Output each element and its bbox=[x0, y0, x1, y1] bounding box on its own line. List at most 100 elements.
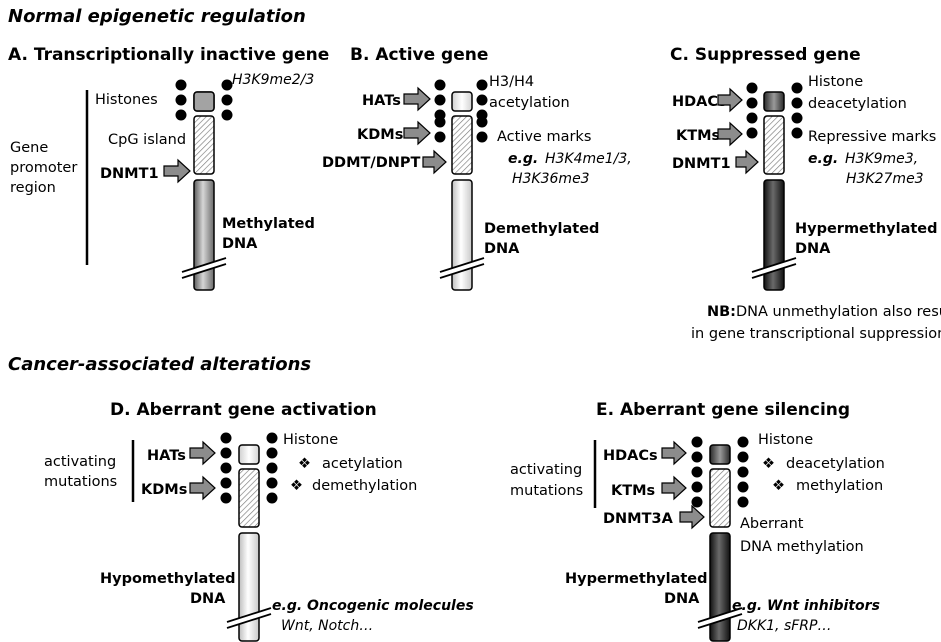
panel-d: D. Aberrant gene activation activating m… bbox=[44, 400, 474, 642]
kdms-label: KDMs bbox=[141, 482, 187, 498]
dnmt1-arrow bbox=[163, 158, 191, 184]
example-list: DKK1, sFRP… bbox=[737, 618, 831, 634]
dna-break-mark bbox=[181, 257, 227, 279]
mutations-label-2: mutations bbox=[510, 483, 583, 499]
mutations-label-1: activating bbox=[44, 454, 116, 470]
dna-break-mark bbox=[751, 257, 797, 279]
dna-state-label-1: Hypomethylated bbox=[100, 571, 235, 587]
histone-block bbox=[763, 91, 785, 112]
promoter-region-label-3: region bbox=[10, 180, 56, 196]
dnmt3a-label: DNMT3A bbox=[603, 511, 674, 527]
ddmt-arrow bbox=[422, 149, 447, 175]
nb-prefix: NB: bbox=[707, 304, 736, 320]
kdms-arrow bbox=[189, 475, 216, 501]
dnmt3a-arrow bbox=[679, 504, 705, 530]
nb-line-1: DNA unmethylation also results bbox=[736, 304, 941, 320]
dna-break-mark bbox=[226, 607, 272, 629]
hats-arrow bbox=[189, 440, 216, 466]
promoter-region-label-2: promoter bbox=[10, 160, 77, 176]
ktms-arrow bbox=[717, 121, 743, 147]
histone-block bbox=[238, 444, 260, 465]
panel-e: E. Aberrant gene silencing activating mu… bbox=[510, 400, 885, 642]
bullet-icon: ❖ bbox=[772, 478, 785, 494]
hdacs-arrow bbox=[717, 87, 743, 113]
kdms-label: KDMs bbox=[357, 127, 403, 143]
dna-state-label-1: Methylated bbox=[222, 216, 315, 232]
dna-state-label-1: Hypermethylated bbox=[795, 221, 938, 237]
cpg-island-block bbox=[193, 115, 215, 175]
example-list: Wnt, Notch… bbox=[281, 618, 373, 634]
panel-c-title: C. Suppressed gene bbox=[670, 45, 861, 65]
change-methylation: methylation bbox=[796, 478, 883, 494]
bullet-icon: ❖ bbox=[298, 456, 311, 472]
panel-a: A. Transcriptionally inactive gene Gene … bbox=[8, 45, 329, 291]
cpg-island-block bbox=[763, 115, 785, 175]
repressive-marks-example-1: H3K9me3, bbox=[845, 151, 918, 167]
histones-label: Histones bbox=[95, 92, 158, 108]
panel-b: B. Active gene HATs KDMs DDMT/DNPT H3/H4… bbox=[322, 45, 632, 291]
hats-arrow bbox=[403, 86, 431, 112]
dnmt1-arrow bbox=[735, 149, 759, 175]
mutations-label-2: mutations bbox=[44, 474, 117, 490]
change-acetylation: acetylation bbox=[322, 456, 403, 472]
histone-block bbox=[451, 91, 473, 112]
change-deacetylation: deacetylation bbox=[786, 456, 885, 472]
cpg-island-block bbox=[709, 468, 731, 528]
dna-state-label-2: DNA bbox=[664, 591, 700, 607]
dnmt1-label: DNMT1 bbox=[672, 156, 731, 172]
aberrant-label-2: DNA methylation bbox=[740, 539, 864, 555]
dna-state-label-2: DNA bbox=[795, 241, 831, 257]
dna-strand bbox=[238, 532, 260, 642]
histone-mark-dots bbox=[220, 432, 278, 504]
panel-a-title: A. Transcriptionally inactive gene bbox=[8, 45, 329, 65]
panel-b-title: B. Active gene bbox=[350, 45, 488, 65]
dna-state-label-2: DNA bbox=[190, 591, 226, 607]
dna-break-mark bbox=[697, 607, 743, 629]
example-title: e.g. Oncogenic molecules bbox=[272, 598, 474, 614]
panel-d-title: D. Aberrant gene activation bbox=[110, 400, 377, 420]
promoter-region-label-1: Gene bbox=[10, 140, 48, 156]
repressive-marks-example-2: H3K27me3 bbox=[846, 171, 924, 187]
acetylation-label-1: H3/H4 bbox=[489, 74, 534, 90]
histone-mark-label: H3K9me2/3 bbox=[232, 72, 314, 88]
histone-mark-dots bbox=[434, 79, 488, 143]
cpg-island-block bbox=[238, 468, 260, 528]
example-title: e.g. Wnt inhibitors bbox=[732, 598, 880, 614]
hdacs-arrow bbox=[661, 440, 687, 466]
eg-prefix: e.g. bbox=[508, 151, 538, 167]
dna-break-mark bbox=[439, 257, 485, 279]
deacetylation-label-1: Histone bbox=[808, 74, 863, 90]
ddmt-dnpt-label: DDMT/DNPT bbox=[322, 155, 420, 171]
change-demethylation: demethylation bbox=[312, 478, 417, 494]
dna-state-label-1: Hypermethylated bbox=[565, 571, 708, 587]
repressive-marks-label: Repressive marks bbox=[808, 129, 936, 145]
dna-state-label-1: Demethylated bbox=[484, 221, 599, 237]
dna-state-label-2: DNA bbox=[222, 236, 258, 252]
histone-mark-dots bbox=[175, 79, 233, 121]
bullet-icon: ❖ bbox=[290, 478, 303, 494]
cpg-island-label: CpG island bbox=[108, 132, 186, 148]
histone-mark-dots bbox=[691, 436, 749, 508]
bullet-icon: ❖ bbox=[762, 456, 775, 472]
eg-prefix: e.g. bbox=[808, 151, 838, 167]
aberrant-label-1: Aberrant bbox=[740, 516, 804, 532]
dna-state-label-2: DNA bbox=[484, 241, 520, 257]
dnmt1-label: DNMT1 bbox=[100, 166, 159, 182]
ktms-label: KTMs bbox=[611, 483, 655, 499]
histone-label: Histone bbox=[283, 432, 338, 448]
histone-label: Histone bbox=[758, 432, 813, 448]
panel-c: C. Suppressed gene HDACs KTMs DNMT1 Hist… bbox=[670, 45, 941, 342]
ktms-label: KTMs bbox=[676, 128, 720, 144]
hats-label: HATs bbox=[362, 93, 401, 109]
active-marks-example-1: H3K4me1/3, bbox=[545, 151, 632, 167]
dna-strand bbox=[709, 532, 731, 642]
cpg-island-block bbox=[451, 115, 473, 175]
hdacs-label: HDACs bbox=[603, 448, 658, 464]
hdacs-label: HDACs bbox=[672, 94, 727, 110]
nb-line-2: in gene transcriptional suppression bbox=[691, 326, 941, 342]
hats-label: HATs bbox=[147, 448, 186, 464]
section-title-cancer: Cancer-associated alterations bbox=[8, 354, 311, 375]
active-marks-example-2: H3K36me3 bbox=[512, 171, 590, 187]
panel-e-title: E. Aberrant gene silencing bbox=[596, 400, 850, 420]
